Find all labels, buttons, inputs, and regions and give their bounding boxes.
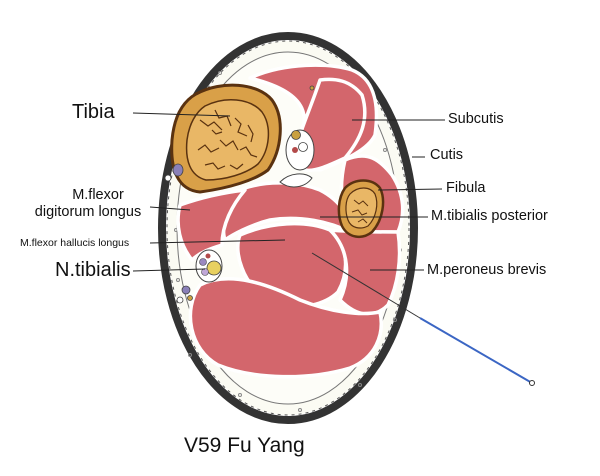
tibial-nerve-bundle [195, 249, 223, 283]
label-peroneus-brevis: M.peroneus brevis [427, 262, 547, 278]
label-cutis: Cutis [430, 147, 464, 163]
diagram-title: V59 Fu Yang [184, 434, 305, 457]
muscles [176, 63, 405, 379]
label-flexor-hallucis-longus: M.flexor hallucis longus [20, 237, 130, 249]
tibia-bone [170, 83, 282, 194]
label-tibialis-posterior: M.tibialis posterior [431, 208, 548, 224]
soleus-muscle [188, 277, 383, 379]
label-flexor-digitorum-line1: M.flexor [72, 187, 124, 203]
anterior-neurovascular-bundle [279, 129, 315, 188]
label-tibia: Tibia [72, 101, 115, 123]
tibialis-posterior-muscle [221, 181, 353, 242]
label-subcutis: Subcutis [448, 111, 504, 127]
label-fibula: Fibula [446, 180, 486, 196]
subcutaneous-vessels [164, 85, 315, 304]
acupuncture-needle [311, 252, 535, 386]
cutis-outer [158, 32, 418, 424]
peroneus-brevis-muscle [328, 228, 402, 316]
fibula-bone [337, 179, 385, 239]
leader-lines [132, 112, 445, 272]
label-n-tibialis: N.tibialis [55, 259, 131, 281]
label-flexor-digitorum-line2: digitorum longus [34, 204, 142, 220]
